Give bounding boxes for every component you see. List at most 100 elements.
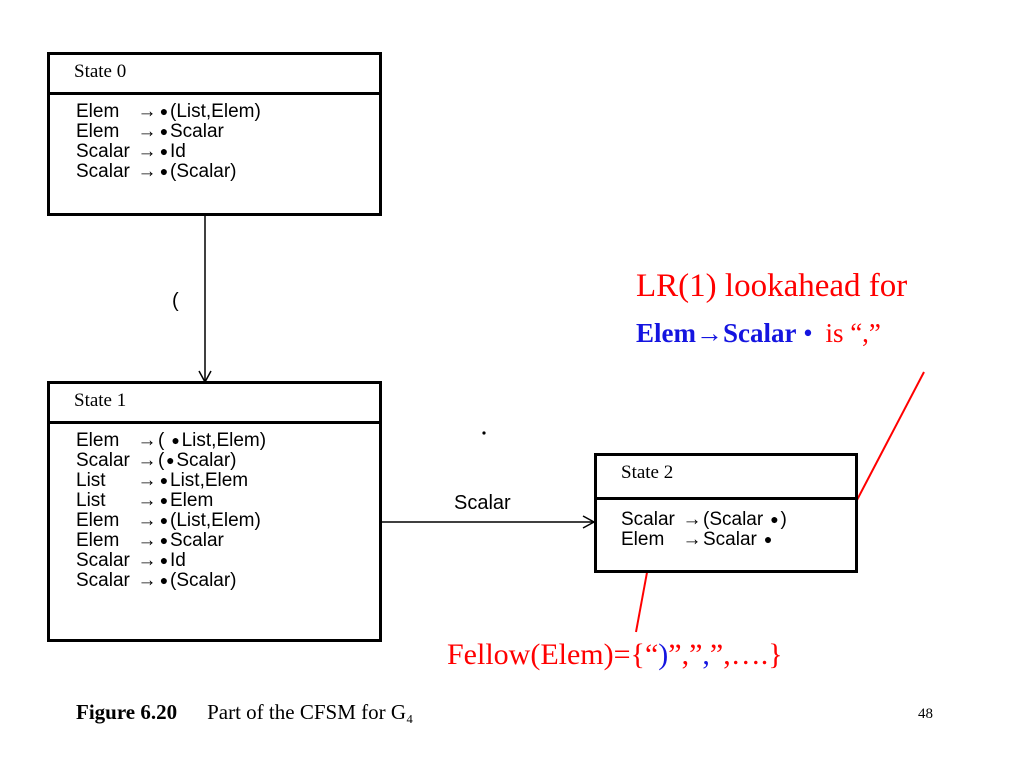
lr-item: Elem →Scalar ● [621, 530, 855, 550]
item-after-dot: (List,Elem) [170, 510, 261, 531]
production-arrow: → [682, 529, 702, 550]
item-lhs: Scalar [76, 161, 130, 182]
item-before-dot: Scalar [703, 529, 763, 550]
item-dot: ● [763, 531, 773, 547]
item-lhs: Scalar [76, 450, 130, 471]
production-arrow: → [137, 450, 157, 471]
item-lhs: Scalar [621, 509, 675, 530]
item-dot: ● [159, 123, 169, 139]
state-1-title: State 1 [50, 384, 379, 424]
lr-item: Elem →●(List,Elem) [76, 102, 379, 122]
production-arrow: → [682, 509, 702, 530]
fellow-prefix: Fellow(Elem)={“ [447, 638, 659, 671]
production-arrow: → [137, 430, 157, 451]
item-lhs: Elem [76, 530, 120, 551]
item-dot: ● [159, 143, 169, 159]
production-arrow: → [137, 101, 157, 122]
state-2-box: State 2 Scalar→(Scalar ●)Elem→Scalar ● [594, 453, 858, 573]
page-number: 48 [918, 706, 933, 722]
figure-label: Figure 6.20 [76, 700, 178, 724]
stray-dot [482, 431, 486, 435]
item-lhs: List [76, 490, 106, 511]
item-lhs: Elem [76, 430, 120, 451]
item-lhs: Elem [621, 529, 665, 550]
lr-item: Elem →( ●List,Elem) [76, 431, 379, 451]
item-dot: ● [770, 511, 779, 527]
fellow-annotation: Fellow(Elem)={“)”,”,”,….} [447, 638, 783, 672]
item-lhs: Elem [76, 510, 120, 531]
fellow-pointer [635, 566, 649, 633]
item-dot: ● [159, 492, 169, 508]
production-arrow: → [137, 161, 157, 182]
item-before-dot: (Scalar [703, 509, 769, 530]
item-after-dot: Id [170, 141, 186, 162]
state-2-title: State 2 [597, 456, 855, 500]
lookahead-item: Elem→Scalar [636, 318, 797, 348]
item-after-dot: (List,Elem) [170, 101, 261, 122]
item-lhs: Elem [76, 101, 120, 122]
item-dot: ● [159, 103, 169, 119]
transition-label-1-2: Scalar [454, 492, 511, 514]
transition-label-0-1: ( [172, 290, 179, 312]
production-arrow: → [137, 550, 157, 571]
lookahead-annotation-line1: LR(1) lookahead for [636, 268, 908, 304]
production-arrow: → [137, 121, 157, 142]
production-arrow: → [137, 510, 157, 531]
state-0-title: State 0 [50, 55, 379, 95]
item-dot: ● [159, 512, 169, 528]
item-after-dot: (Scalar) [170, 570, 237, 591]
production-arrow: → [137, 530, 157, 551]
lr-item: Scalar →●(Scalar) [76, 162, 379, 182]
item-after-dot: (Scalar) [170, 161, 237, 182]
lr-item: Scalar →●(Scalar) [76, 571, 379, 591]
item-after-dot: ) [780, 509, 787, 530]
figure-text: Part of the CFSM for G₄ [207, 700, 414, 724]
fellow-comma: , [702, 638, 710, 671]
production-arrow: → [137, 490, 157, 511]
fellow-rest: ”,….} [709, 638, 783, 671]
item-dot: ● [159, 572, 169, 588]
lr-item: Scalar→(●Scalar) [76, 451, 379, 471]
item-dot: ● [159, 552, 169, 568]
item-before-dot: ( [158, 430, 170, 451]
item-after-dot: Id [170, 550, 186, 571]
lookahead-symbol: is “,” [825, 318, 881, 348]
item-before-dot: ( [158, 450, 165, 471]
item-dot: ● [159, 163, 169, 179]
item-lhs: Scalar [76, 550, 130, 571]
item-after-dot: List,Elem) [181, 430, 267, 451]
fellow-paren: ) [658, 638, 669, 671]
fellow-q1: ”,” [668, 638, 703, 671]
lr-item: List →●Elem [76, 491, 379, 511]
lr-item: Elem →●Scalar [76, 122, 379, 142]
item-after-dot: Scalar [170, 530, 224, 551]
item-lhs: Elem [76, 121, 120, 142]
figure-caption: Figure 6.20 Part of the CFSM for G₄ [76, 700, 413, 725]
item-lhs: Scalar [76, 570, 130, 591]
item-lhs: Scalar [76, 141, 130, 162]
lr-item: Elem →●Scalar [76, 531, 379, 551]
lookahead-annotation-line2: Elem→Scalar • is “,” [636, 318, 881, 349]
item-dot: ● [159, 532, 169, 548]
item-after-dot: Scalar [170, 121, 224, 142]
production-arrow: → [137, 570, 157, 591]
lr-item: Elem →●(List,Elem) [76, 511, 379, 531]
item-lhs: List [76, 470, 106, 491]
production-arrow: → [137, 470, 157, 491]
lr-item: Scalar →(Scalar ●) [621, 510, 855, 530]
lookahead-dot: • [803, 318, 813, 348]
item-after-dot: Elem [170, 490, 214, 511]
state-1-box: State 1 Elem→( ●List,Elem)Scalar→(●Scala… [47, 381, 382, 642]
item-after-dot: List,Elem [170, 470, 249, 491]
production-arrow: → [137, 141, 157, 162]
lr-item: Scalar →●Id [76, 142, 379, 162]
lr-item: List→●List,Elem [76, 471, 379, 491]
lr-item: Scalar →●Id [76, 551, 379, 571]
state-2-items: Scalar→(Scalar ●)Elem→Scalar ● [597, 500, 855, 550]
state-1-items: Elem→( ●List,Elem)Scalar→(●Scalar)List→●… [50, 424, 379, 591]
item-after-dot: Scalar) [176, 450, 237, 471]
item-dot: ● [171, 432, 180, 448]
